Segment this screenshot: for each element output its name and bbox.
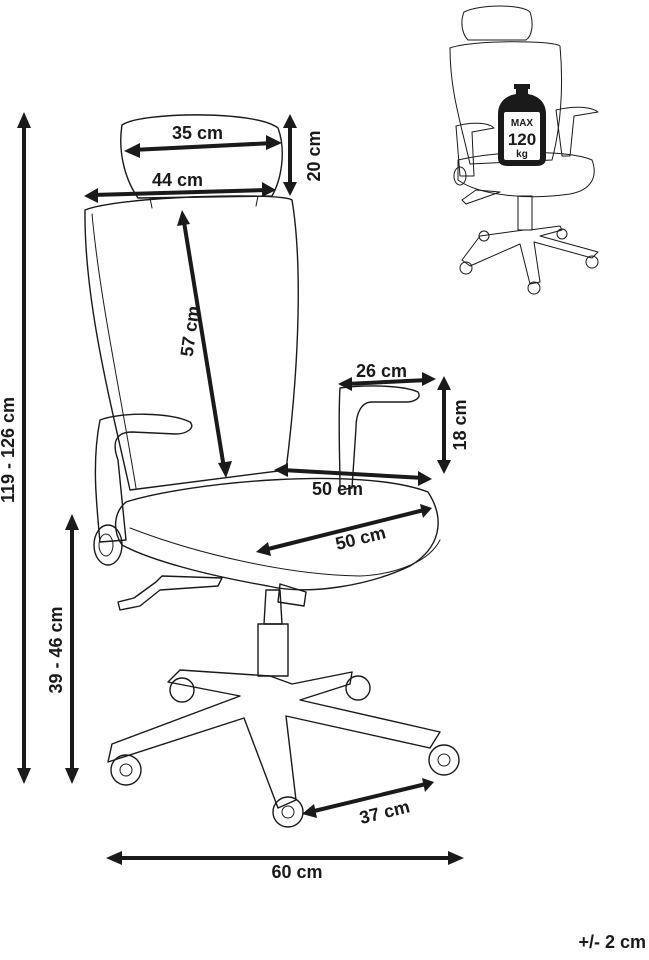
chair-base (107, 669, 441, 809)
label-armrest-length: 26 cm (356, 361, 407, 381)
label-backrest-top-width: 44 cm (152, 170, 203, 190)
max-load-unit: kg (516, 149, 528, 160)
label-headrest-width: 35 cm (172, 123, 223, 143)
label-headrest-height: 20 cm (304, 130, 324, 181)
max-load-title: MAX (511, 118, 534, 129)
headrest (120, 114, 283, 199)
label-armrest-height: 18 cm (450, 399, 470, 450)
label-tolerance: +/- 2 cm (578, 932, 646, 952)
dimension-labels: 35 cm 20 cm 44 cm 57 cm 26 cm 18 cm 50 c… (0, 123, 646, 952)
label-seat-width: 50 cm (333, 522, 387, 554)
chair-thumbnail-icon (449, 5, 599, 295)
left-armrest (94, 413, 193, 543)
tilt-lever (117, 575, 223, 611)
max-load-value: 120 (508, 130, 536, 149)
armrest-knob (93, 524, 123, 566)
casters (110, 675, 460, 828)
label-wheel-spacing: 37 cm (357, 796, 411, 828)
label-base-width: 60 cm (271, 862, 322, 882)
label-backrest-height: 57 cm (177, 304, 204, 357)
dimension-lines (17, 112, 464, 865)
backrest (84, 195, 299, 491)
label-seat-height: 39 - 46 cm (46, 606, 66, 693)
label-total-height: 119 - 126 cm (0, 397, 18, 503)
label-seat-depth: 50 cm (312, 479, 363, 499)
chair-drawing (84, 114, 460, 828)
right-armrest (338, 385, 420, 491)
weight-icon: MAX 120 kg (498, 84, 546, 166)
seat (115, 477, 439, 591)
